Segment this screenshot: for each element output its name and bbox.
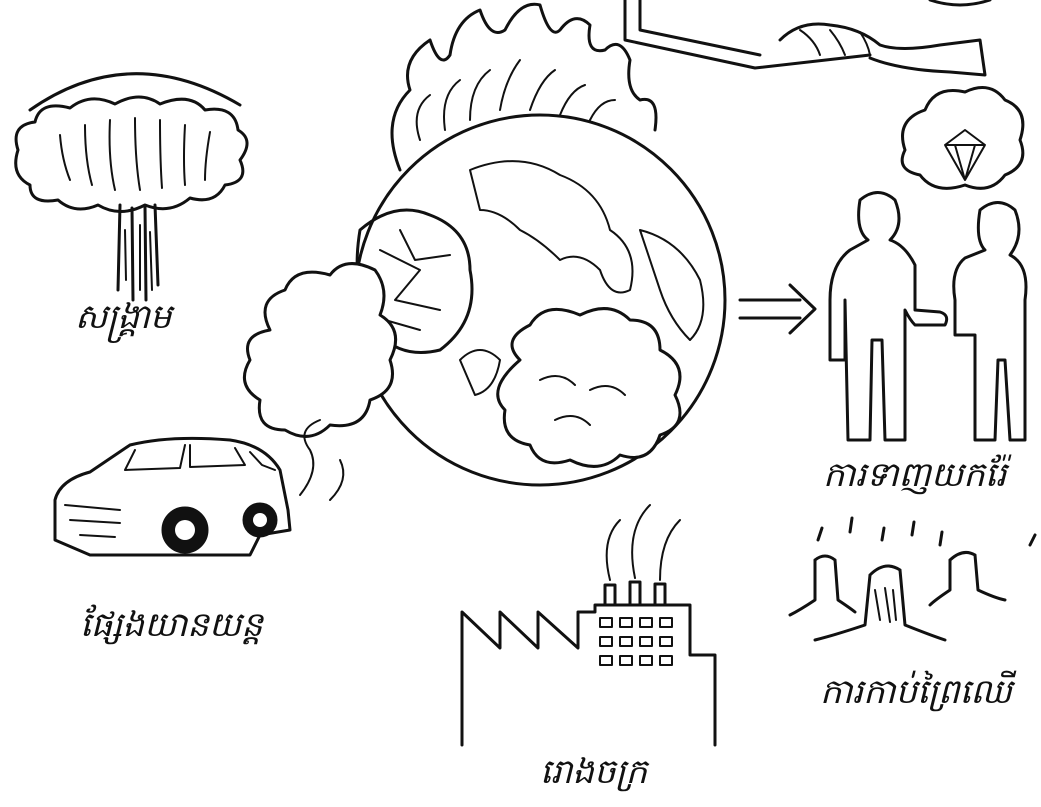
laptop-hand-drawing bbox=[625, 0, 990, 75]
factory-drawing bbox=[462, 505, 715, 745]
people-trade-drawing bbox=[830, 88, 1026, 441]
label-car-exhaust: ផ្សែងយានយន្ត bbox=[80, 608, 263, 642]
burning-earth-drawing bbox=[244, 4, 725, 500]
car-drawing bbox=[55, 438, 290, 555]
tree-stumps-drawing bbox=[790, 518, 1035, 640]
arrow-drawing bbox=[740, 285, 815, 333]
mushroom-cloud-drawing bbox=[16, 74, 247, 300]
label-factory: រោងចក្រ bbox=[540, 755, 647, 789]
label-logging: ការកាប់ព្រៃឈើ bbox=[820, 675, 1012, 709]
label-mining: ការទាញយករ៉ែ bbox=[823, 458, 1006, 492]
label-war: សង្គ្រាម bbox=[75, 300, 171, 334]
